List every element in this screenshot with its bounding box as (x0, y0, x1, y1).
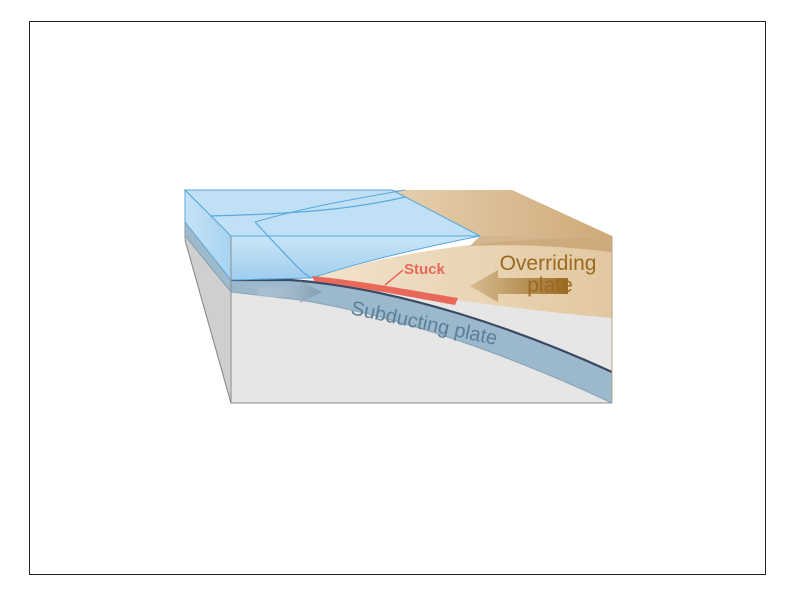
overriding-arrow (470, 270, 568, 302)
front-mantle (231, 280, 612, 403)
ocean-grid-line (209, 196, 406, 217)
overriding-plate-front (312, 236, 612, 318)
overriding-plate-label-line1: Overriding (500, 252, 597, 275)
ocean-grid-line (254, 189, 406, 223)
overriding-plate-front-band (470, 236, 612, 252)
subducting-plate-top-edge (231, 278, 613, 374)
overriding-plate-label-line2: plate (527, 274, 573, 297)
ocean-top-face (183, 189, 481, 237)
stuck-label: Stuck (404, 261, 446, 278)
subducting-plate-bottom-edge (230, 291, 613, 404)
ocean-grid-line (254, 221, 313, 279)
subducting-arrow (258, 281, 322, 303)
stuck-zone (312, 276, 458, 305)
stuck-leader-line (384, 269, 404, 286)
overriding-plate-top (392, 190, 612, 236)
